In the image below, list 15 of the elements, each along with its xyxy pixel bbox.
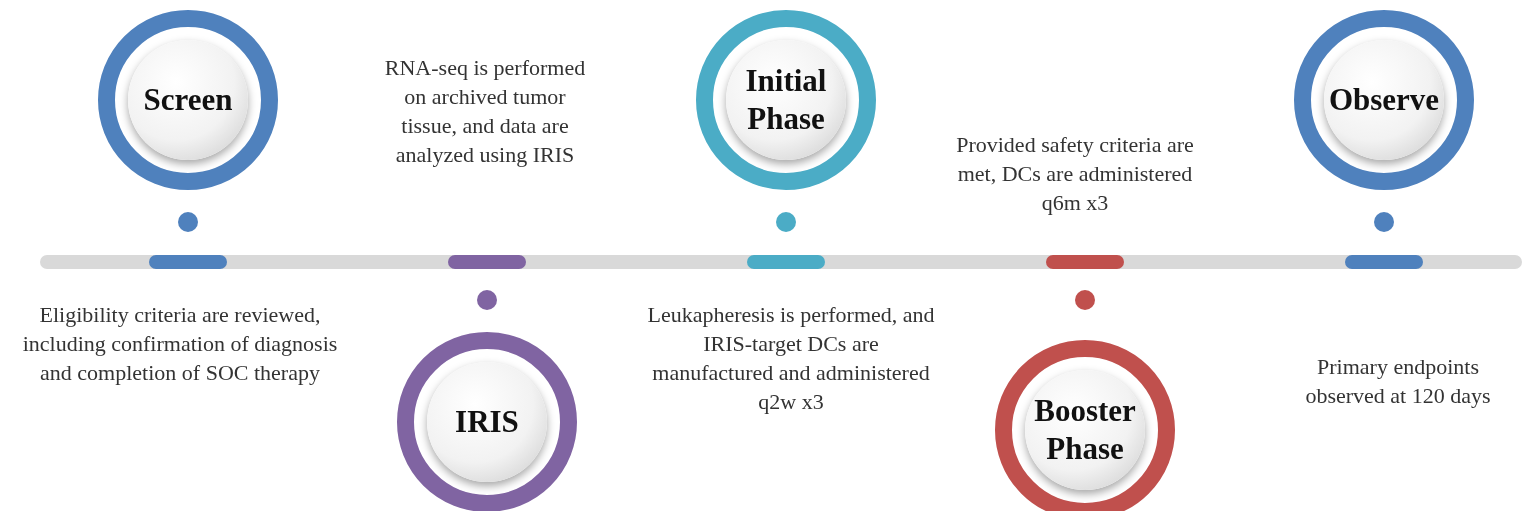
- phase-description: RNA-seq is performed on archived tumor tissue, and data are analyzed using IRIS: [383, 54, 587, 169]
- phase-description: Provided safety criteria are met, DCs are administered q6m x3: [955, 131, 1195, 217]
- phase-circle: [696, 10, 876, 190]
- phase-circle: [1294, 10, 1474, 190]
- phase-title: Initial Phase: [744, 62, 828, 138]
- phase-description: Eligibility criteria are reviewed, including confirmation of diagnosis and completion of SOC therapy: [21, 301, 339, 387]
- phase-title: IRIS: [454, 403, 520, 441]
- phase-title: Booster Phase: [1033, 392, 1137, 468]
- phase-circle: [995, 340, 1175, 511]
- phase-circle: [397, 332, 577, 511]
- phase-circle: [98, 10, 278, 190]
- phase-description: Leukapheresis is performed, and IRIS-target DCs are manufactured and administered q2w x3: [646, 301, 936, 416]
- phase-description: Primary endpoints observed at 120 days: [1304, 353, 1492, 410]
- phase-title: Observe: [1327, 81, 1441, 119]
- phase-title: Screen: [142, 81, 234, 119]
